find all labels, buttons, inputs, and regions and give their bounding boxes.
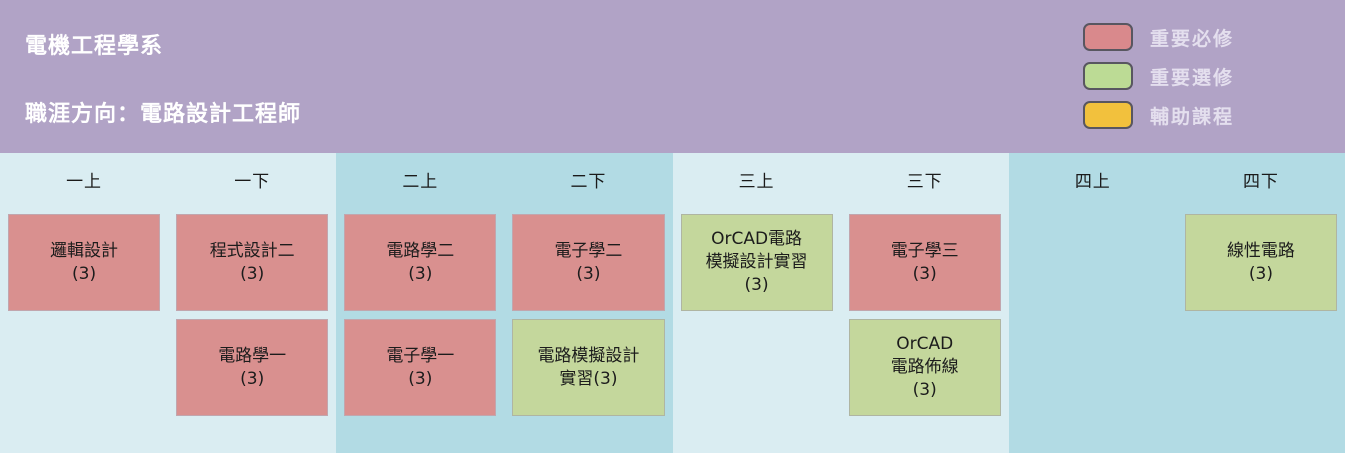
department-title: 電機工程學系 [25, 34, 164, 59]
career-subtitle: 職涯方向：電路設計工程師 [25, 102, 302, 127]
semester-column-3-1: 三上 OrCAD電路 模擬設計實習 (3) [672, 153, 841, 453]
legend: 重要必修 重要選修 輔助課程 [1083, 23, 1234, 140]
legend-row-auxiliary: 輔助課程 [1083, 101, 1234, 129]
curriculum-board: 一上 邏輯設計 (3) 一下 程式設計二 (3) 電路學一 (3) 二上 [0, 153, 1345, 453]
course-card: 電子學二 (3) [512, 214, 665, 311]
course-card-label: 電路學一 (3) [218, 345, 287, 389]
course-card-label: 電子學一 (3) [386, 345, 455, 389]
legend-label-required: 重要必修 [1150, 27, 1235, 50]
semester-column-4-1: 四上 [1008, 153, 1177, 453]
semester-column-1-1: 一上 邏輯設計 (3) [0, 153, 169, 453]
card-stack: 電路學二 (3) 電子學一 (3) [336, 205, 504, 424]
course-card: 電子學三 (3) [848, 214, 1001, 311]
card-stack [1009, 205, 1177, 214]
card-stack: 電子學三 (3) OrCAD 電路佈線 (3) [841, 205, 1009, 424]
card-stack: 電子學二 (3) 電路模擬設計 實習(3) [504, 205, 672, 424]
semester-column-1-2: 一下 程式設計二 (3) 電路學一 (3) [168, 153, 337, 453]
course-card-label: 電子學二 (3) [554, 240, 623, 284]
course-card-label: OrCAD電路 模擬設計實習 (3) [705, 229, 808, 295]
course-card-label: OrCAD 電路佈線 (3) [890, 334, 959, 400]
legend-label-elective: 重要選修 [1150, 66, 1235, 89]
semester-header: 四下 [1242, 171, 1279, 192]
card-stack: OrCAD電路 模擬設計實習 (3) [673, 205, 841, 319]
semester-column-4-2: 四下 線性電路 (3) [1176, 153, 1345, 453]
required-swatch-icon [1083, 23, 1133, 51]
course-card: 電路模擬設計 實習(3) [512, 319, 665, 416]
course-card: 電子學一 (3) [344, 319, 497, 416]
semester-header: 三上 [738, 171, 775, 192]
semester-column-3-2: 三下 電子學三 (3) OrCAD 電路佈線 (3) [840, 153, 1009, 453]
course-card: OrCAD電路 模擬設計實習 (3) [680, 214, 833, 311]
auxiliary-swatch-icon [1083, 101, 1133, 129]
course-card-label: 程式設計二 (3) [209, 240, 295, 284]
elective-swatch-icon [1083, 62, 1133, 90]
header-band: 電機工程學系 職涯方向：電路設計工程師 重要必修 重要選修 輔助課程 [0, 0, 1345, 153]
legend-row-elective: 重要選修 [1083, 62, 1234, 90]
course-card: OrCAD 電路佈線 (3) [848, 319, 1001, 416]
card-stack: 邏輯設計 (3) [0, 205, 168, 319]
course-card: 電路學二 (3) [344, 214, 497, 311]
course-card-label: 電路學二 (3) [386, 240, 455, 284]
semester-header: 四上 [1074, 171, 1111, 192]
legend-row-required: 重要必修 [1083, 23, 1234, 51]
semester-column-2-2: 二下 電子學二 (3) 電路模擬設計 實習(3) [504, 153, 673, 453]
course-card-label: 線性電路 (3) [1226, 240, 1295, 284]
semester-header: 一上 [66, 171, 103, 192]
course-card: 邏輯設計 (3) [8, 214, 161, 311]
course-card-label: 邏輯設計 (3) [50, 240, 119, 284]
course-card: 程式設計二 (3) [176, 214, 329, 311]
card-stack: 線性電路 (3) [1177, 205, 1345, 319]
course-card: 線性電路 (3) [1184, 214, 1337, 311]
legend-label-auxiliary: 輔助課程 [1150, 105, 1235, 128]
course-card: 電路學一 (3) [176, 319, 329, 416]
course-card-label: 電子學三 (3) [890, 240, 959, 284]
course-card-label: 電路模擬設計 實習(3) [537, 345, 640, 389]
semester-column-2-1: 二上 電路學二 (3) 電子學一 (3) [336, 153, 505, 453]
semester-header: 一下 [234, 171, 271, 192]
semester-header: 二上 [402, 171, 439, 192]
card-stack: 程式設計二 (3) 電路學一 (3) [168, 205, 336, 424]
semester-header: 三下 [906, 171, 943, 192]
semester-header: 二下 [570, 171, 607, 192]
